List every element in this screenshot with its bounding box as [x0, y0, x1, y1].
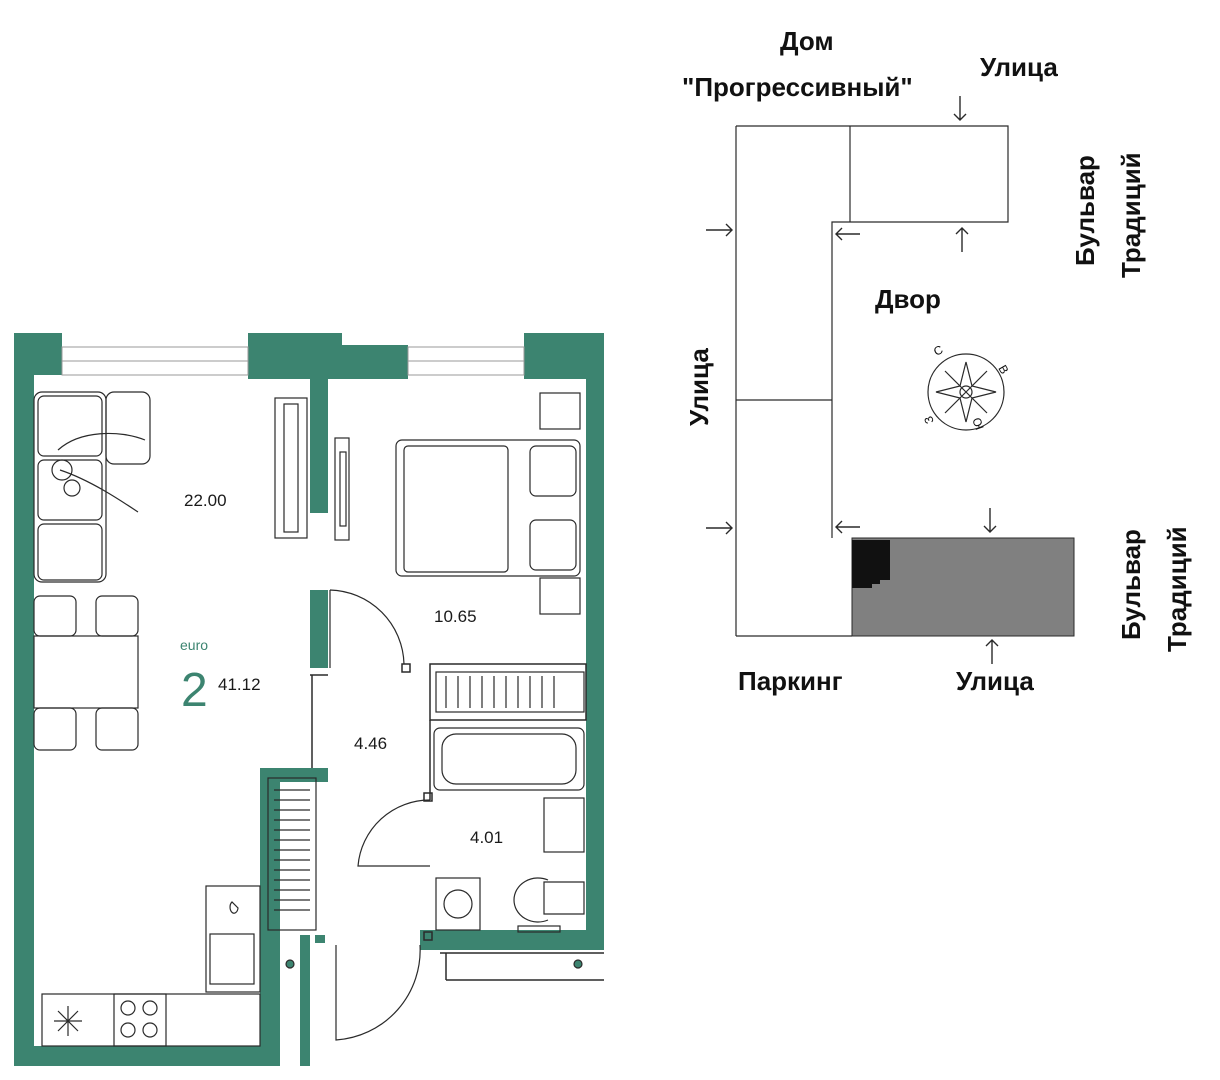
bed [395, 392, 581, 615]
room-area-bathroom: 4.01 [470, 828, 503, 847]
bathtub [433, 727, 585, 791]
site-map: С В Ю З Дом "Прогрессивный" Улица Двор П… [682, 26, 1192, 696]
compass-rose-icon [927, 353, 1005, 431]
bathroom-door[interactable] [357, 799, 431, 867]
building-outline [735, 125, 1009, 637]
tv-stand [274, 397, 350, 541]
room-area-bedroom: 10.65 [434, 607, 477, 626]
room-area-living: 22.00 [184, 491, 227, 510]
bedroom-door[interactable] [329, 589, 405, 668]
compass-west: З [921, 414, 937, 426]
courtyard-label: Двор [875, 284, 941, 314]
rooms-count: 2 [181, 664, 208, 717]
compass-north: С [931, 342, 945, 358]
windows [61, 346, 525, 376]
apartment-type-label: euro [180, 637, 208, 653]
house-name-line2: "Прогрессивный" [682, 72, 913, 102]
entrance-door[interactable] [335, 944, 421, 1041]
wall-marker [573, 959, 583, 969]
compass-east: В [995, 363, 1011, 377]
compass-south: Ю [970, 416, 987, 432]
partitions [310, 663, 604, 981]
street-top-label: Улица [980, 52, 1058, 82]
boulevard-bottom-line2: Традиций [1162, 526, 1192, 652]
toilet [513, 877, 585, 923]
wall-marker [285, 959, 295, 969]
entrance-arrow-icon [706, 96, 999, 664]
bathroom-fixtures [433, 727, 585, 933]
room-area-hallway: 4.46 [354, 734, 387, 753]
washing-machine [435, 877, 481, 931]
highlighted-section-corner [852, 540, 890, 588]
total-area: 41.12 [218, 675, 261, 694]
boulevard-top-line1: Бульвар [1070, 155, 1100, 266]
exterior-walls [14, 333, 604, 1066]
sink [543, 797, 585, 853]
freezer-icon [54, 1006, 82, 1036]
boulevard-top-line2: Традиций [1116, 152, 1146, 278]
sofa [33, 391, 151, 583]
wardrobe [267, 671, 585, 931]
parking-label: Паркинг [738, 666, 843, 696]
doors [285, 589, 583, 1041]
boulevard-bottom-line1: Бульвар [1116, 529, 1146, 640]
house-name-line1: Дом [780, 26, 834, 56]
kitchen [41, 885, 261, 1047]
street-bottom-label: Улица [956, 666, 1034, 696]
floor-plan: 22.00 10.65 4.46 4.01 euro 2 41.12 [14, 333, 604, 1066]
dining-table [33, 595, 139, 751]
street-left-label: Улица [684, 348, 714, 426]
